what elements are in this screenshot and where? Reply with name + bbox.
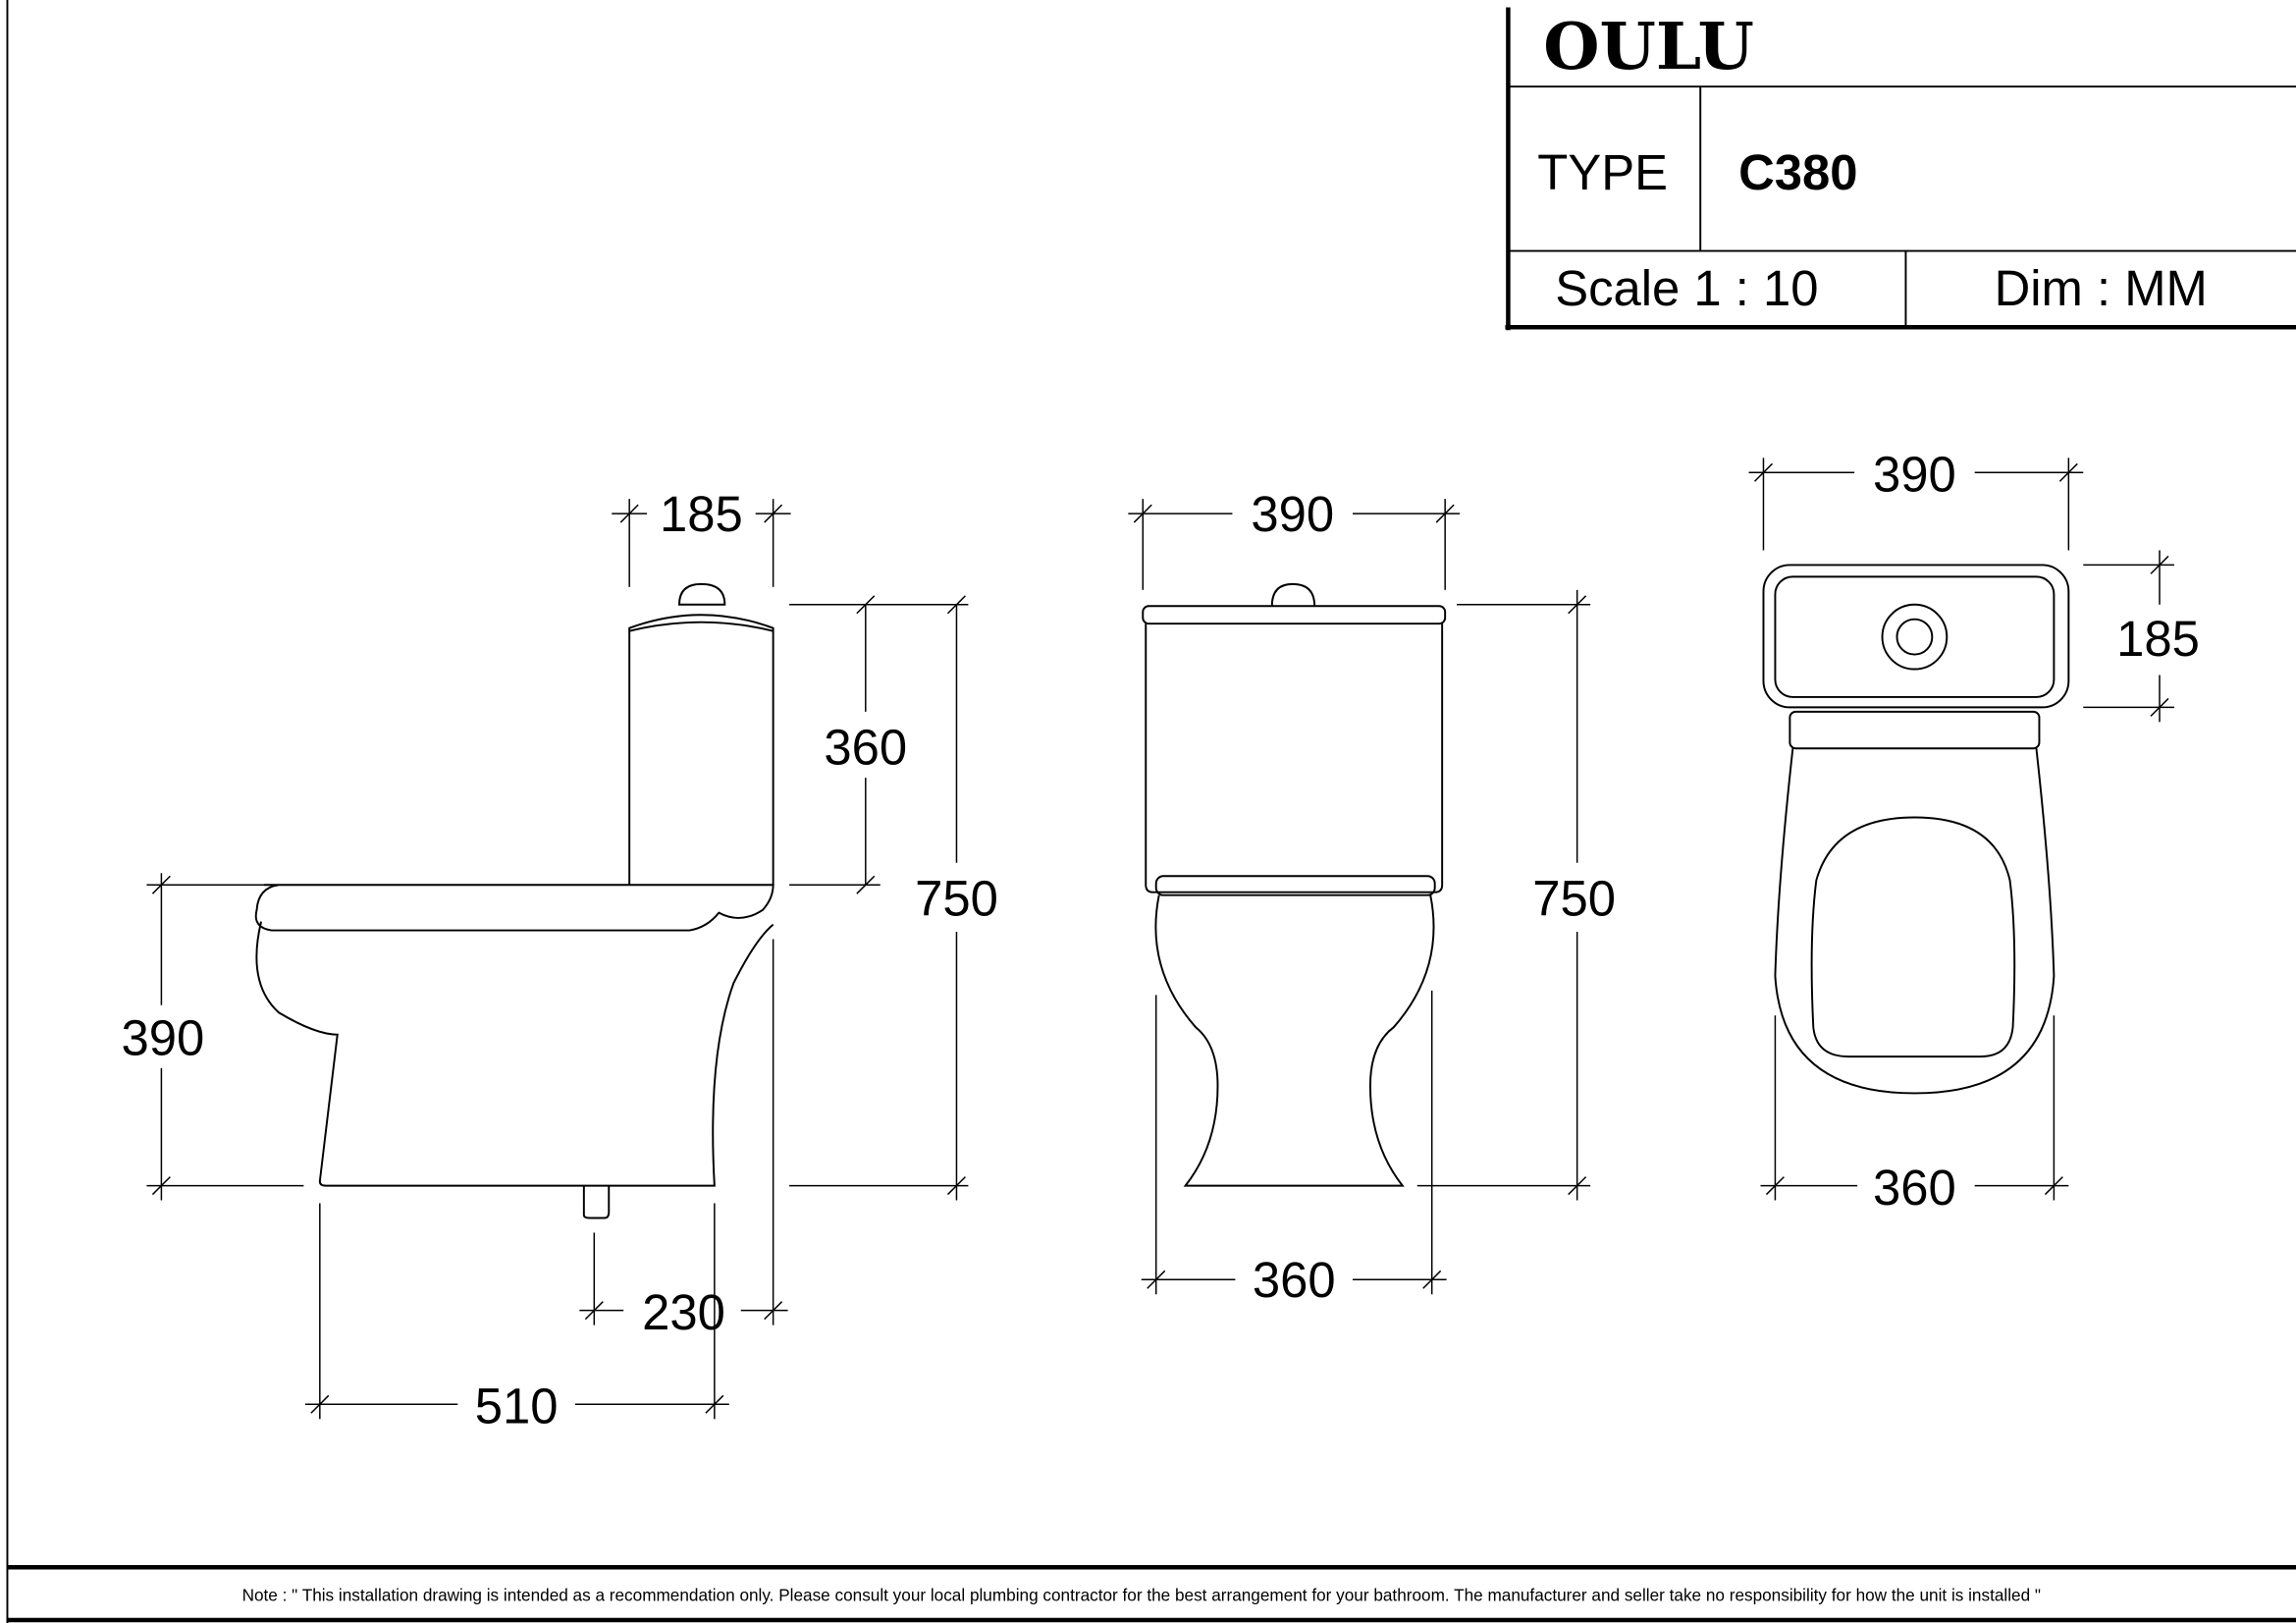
dim-label: 510 [475,1379,559,1434]
type-value: C380 [1738,144,1857,200]
dim-unit-label: Dim : MM [1995,260,2208,316]
type-label: TYPE [1537,144,1668,200]
dim-label: 360 [824,720,907,776]
dim-total-height: 750 [1416,589,1616,1201]
top-view-outline [1762,564,2070,1095]
dim-base-width: 360 [1141,990,1447,1308]
front-view-outline [1142,582,1447,1187]
dim-pan-length: 510 [304,1203,729,1434]
side-view: 185 360 750 390 230 [122,486,998,1434]
front-view: 390 750 360 [1128,486,1616,1308]
dim-seat-height: 390 [122,873,507,1201]
dim-label: 185 [660,486,743,542]
dim-label: 230 [642,1284,725,1340]
dim-tank-width: 390 [1748,447,2084,551]
dim-label: 360 [1253,1252,1336,1308]
dim-label: 185 [2116,611,2200,667]
title-block: OULU TYPE C380 Scale 1 : 10 Dim : MM [1505,7,2296,331]
dim-tank-depth: 185 [612,486,791,587]
dim-label: 390 [1251,486,1334,542]
dim-outlet-offset: 230 [579,939,788,1340]
side-view-outline [254,582,774,1219]
brand-logo: OULU [1543,8,1754,84]
dim-label: 750 [1532,871,1616,927]
dim-tank-height: 360 [789,595,969,894]
dim-tank-width: 390 [1128,486,1461,590]
dim-label: 390 [122,1010,205,1066]
scale-label: Scale 1 : 10 [1555,260,1818,316]
dim-tank-depth: 185 [2083,550,2200,723]
dim-bowl-width: 360 [1760,1015,2069,1216]
dim-label: 750 [915,871,998,927]
top-view: 390 185 360 [1748,447,2200,1216]
dim-label: 390 [1873,447,1956,503]
installation-note: Note : " This installation drawing is in… [242,1586,2041,1605]
dim-total-height: 750 [789,595,998,1201]
dim-label: 360 [1873,1160,1956,1216]
drawing-frame [6,0,2296,1623]
